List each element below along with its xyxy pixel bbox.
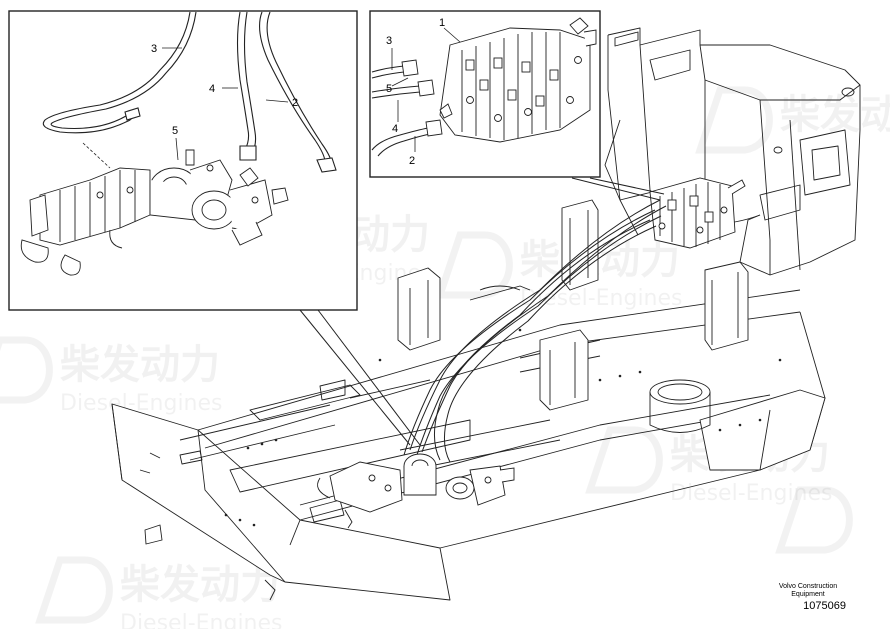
- watermark-logo-icon: [775, 486, 853, 554]
- callout-right-1: 1: [439, 17, 445, 29]
- callout-right-2: 2: [409, 155, 415, 167]
- watermark-cn: 柴发动力: [520, 237, 680, 283]
- callout-right-3: 3: [386, 35, 392, 47]
- footer-company-line2: Equipment: [791, 591, 825, 598]
- watermark-en: Diesel-Engines: [60, 391, 223, 416]
- watermark-cn: 柴发动力: [60, 342, 220, 388]
- callout-left-5: 5: [172, 125, 178, 137]
- footer-company-line1: Volvo Construction: [778, 583, 838, 590]
- callout-right-5: 5: [386, 83, 392, 95]
- hydraulic-hoses: [403, 199, 667, 463]
- callout-left-2: 2: [292, 97, 298, 109]
- watermark-en: Diesel-Engines: [520, 286, 683, 311]
- drawing-number: 1075069: [803, 600, 846, 612]
- detail-leader-lines: [299, 177, 665, 446]
- callout-right-4: 4: [392, 123, 398, 135]
- pump-assembly: [317, 453, 515, 529]
- callout-left-4: 4: [209, 83, 215, 95]
- main-control-valve: [649, 177, 746, 249]
- watermark-logo-icon: [695, 86, 773, 154]
- watermark-logo-icon: [0, 336, 53, 404]
- footer-company: Volvo Construction Equipment: [768, 583, 848, 599]
- detail-box-right: 1 3 5 4 2: [369, 10, 601, 178]
- watermark-logo-icon: [435, 231, 513, 299]
- watermark-cn: 柴发动力: [780, 92, 890, 138]
- chassis-frame: [111, 199, 826, 601]
- callout-left-3: 3: [151, 43, 157, 55]
- watermark-cn: 柴发动力: [120, 562, 280, 608]
- watermark-en: Diesel-Engines: [120, 611, 283, 629]
- detail-box-left: 3 4 2 5: [8, 10, 358, 311]
- watermark-logo-icon: [35, 556, 113, 624]
- watermark-logo-icon: [585, 426, 663, 494]
